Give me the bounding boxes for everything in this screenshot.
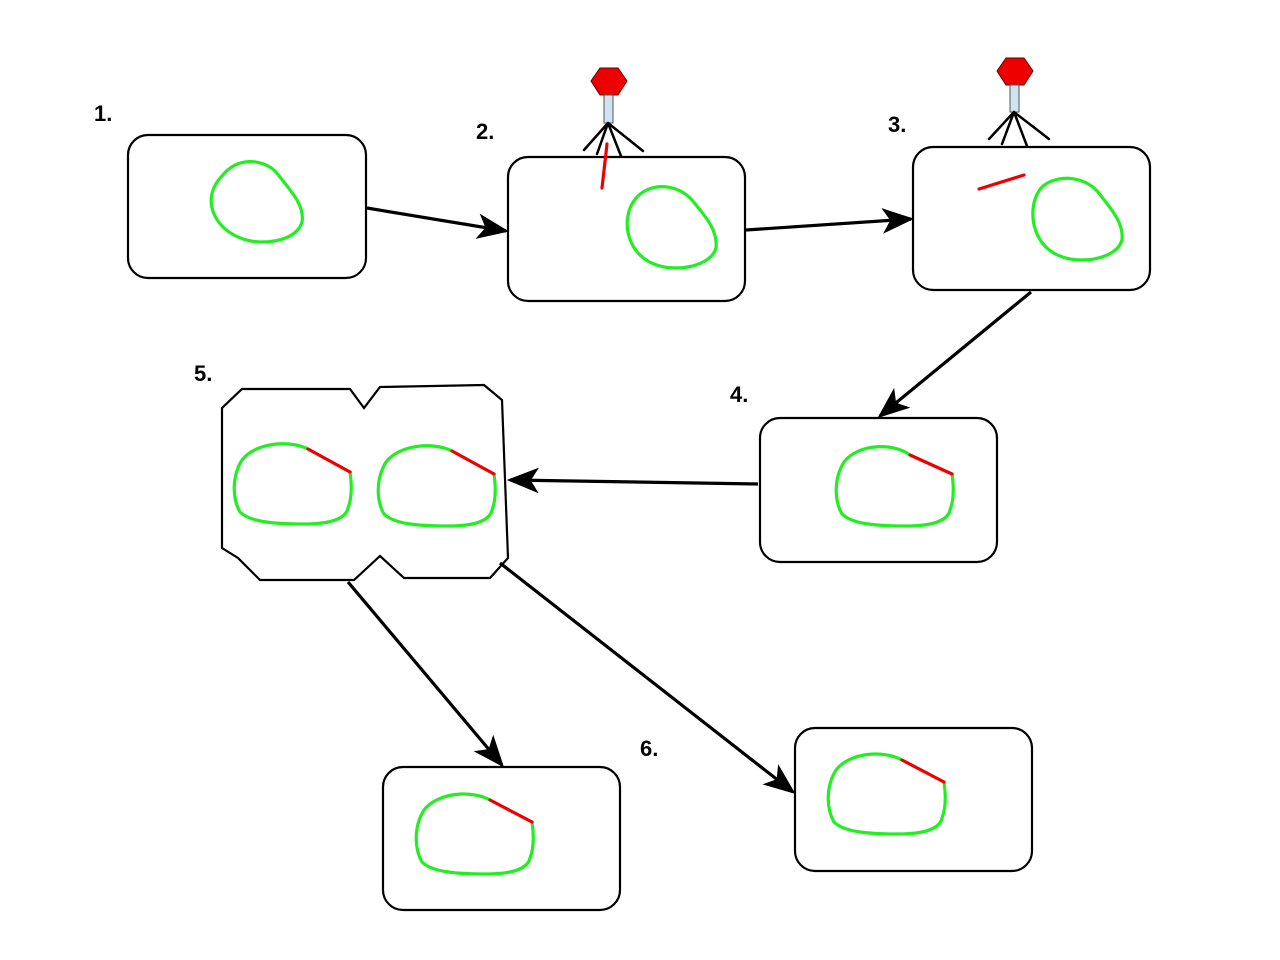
bacteriophage-icon bbox=[987, 57, 1051, 148]
step-label-6: 6. bbox=[640, 736, 658, 761]
phage-dna-injected bbox=[600, 142, 609, 190]
step-label-2: 2. bbox=[476, 119, 494, 144]
prophage-segment-right bbox=[450, 449, 496, 476]
cell-wall bbox=[758, 416, 999, 564]
host-chromosome bbox=[834, 445, 955, 528]
bacterium-step-1 bbox=[126, 133, 368, 280]
step-label-4: 4. bbox=[730, 382, 748, 407]
step-label-5: 5. bbox=[194, 361, 212, 386]
arrow-right-icon bbox=[877, 290, 1033, 419]
arrow-right-icon bbox=[499, 561, 796, 794]
arrow-right-icon bbox=[506, 467, 759, 494]
cell-wall bbox=[126, 133, 368, 280]
prophage-segment-left bbox=[306, 447, 352, 474]
phage-tail-fibers bbox=[987, 110, 1051, 148]
daughter-bacterium-left bbox=[381, 765, 622, 912]
phage-head bbox=[590, 67, 628, 96]
arrow-right-icon bbox=[346, 580, 505, 768]
host-chromosome bbox=[625, 185, 718, 270]
arrow-right-icon bbox=[745, 208, 915, 234]
phage-tail-fibers bbox=[582, 121, 645, 158]
bacterium-step-3 bbox=[911, 57, 1152, 292]
phage-head bbox=[996, 57, 1034, 86]
bacterium-step-2 bbox=[506, 67, 747, 303]
host-chromosome-right bbox=[376, 444, 497, 528]
prophage-segment bbox=[908, 453, 954, 476]
host-chromosome bbox=[1031, 176, 1124, 262]
step-label-3: 3. bbox=[888, 112, 906, 137]
prophage-segment bbox=[900, 758, 946, 784]
host-chromosome bbox=[414, 792, 535, 876]
host-chromosome bbox=[209, 160, 304, 244]
prophage-segment bbox=[488, 798, 534, 824]
cell-wall bbox=[793, 726, 1034, 873]
bacterium-step-4 bbox=[758, 416, 999, 564]
cell-wall bbox=[381, 765, 622, 912]
step-label-1: 1. bbox=[94, 101, 112, 126]
host-chromosome-left bbox=[232, 442, 353, 526]
phage-tail bbox=[1009, 84, 1020, 113]
phage-tail bbox=[603, 94, 614, 124]
host-chromosome bbox=[826, 752, 947, 836]
dividing-bacterium-step-5 bbox=[220, 383, 510, 582]
phage-dna-free bbox=[977, 173, 1026, 191]
arrow-right-icon bbox=[366, 206, 510, 239]
daughter-bacterium-right bbox=[793, 726, 1034, 873]
dividing-cell-wall bbox=[220, 383, 510, 582]
bacteriophage-icon bbox=[582, 67, 645, 158]
